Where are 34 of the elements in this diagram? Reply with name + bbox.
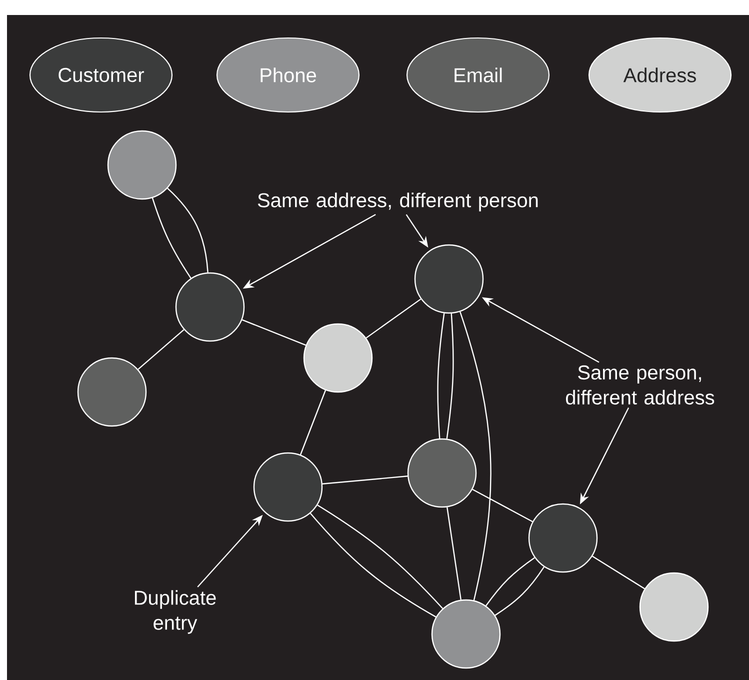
connector-line	[592, 556, 645, 590]
connector-line	[138, 329, 184, 370]
connector-line	[317, 504, 444, 609]
legend-item: Email	[406, 37, 550, 113]
node-circle	[303, 323, 373, 393]
connector-line	[322, 476, 408, 484]
legend-item: Customer	[29, 37, 173, 113]
node-circle	[414, 244, 484, 314]
legend-item: Phone	[216, 37, 360, 113]
connector-line	[152, 198, 192, 279]
connector-line	[310, 512, 436, 618]
node-circle	[77, 357, 147, 427]
connector-line	[494, 566, 545, 616]
annotation-text: Same address, different person	[258, 192, 538, 212]
connector-line	[167, 188, 208, 273]
legend-item: Address	[588, 37, 732, 113]
connector-line	[437, 313, 445, 439]
annotation-text: Duplicate entry	[134, 590, 216, 634]
connector-line	[366, 298, 422, 338]
connector-line	[242, 319, 306, 346]
node-circle	[107, 130, 177, 200]
connector-line	[486, 557, 535, 606]
connector-line	[300, 390, 326, 455]
node-circle	[175, 272, 245, 342]
connector-line	[460, 312, 492, 600]
connector-line	[446, 507, 462, 600]
connector-line	[446, 313, 454, 439]
node-circle	[407, 438, 477, 508]
node-circle	[528, 503, 598, 573]
node-circle	[253, 452, 323, 522]
node-circle	[431, 599, 501, 669]
connector-line	[472, 488, 533, 522]
node-circle	[639, 572, 709, 642]
annotation-text: Same person, different address	[566, 365, 714, 405]
